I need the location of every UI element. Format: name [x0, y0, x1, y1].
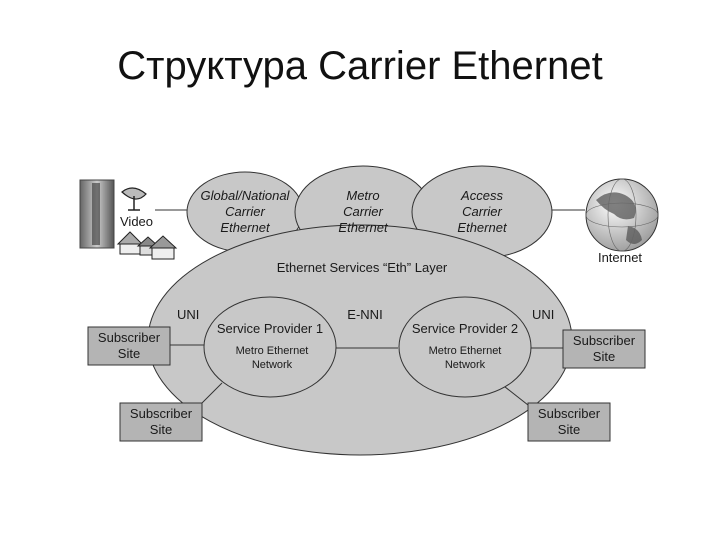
- cloud-access-line-3: Ethernet: [457, 220, 508, 235]
- cloud-global-line-3: Ethernet: [220, 220, 271, 235]
- service-provider-1-name: Service Provider 1: [217, 321, 323, 336]
- video-label: Video: [120, 214, 153, 229]
- subscriber-site-2-line-2: Site: [150, 422, 172, 437]
- enni-label: E-NNI: [347, 307, 382, 322]
- house-icon: [148, 235, 178, 260]
- service-provider-2-name: Service Provider 2: [412, 321, 518, 336]
- subscriber-site-box-4: [527, 402, 611, 442]
- subscriber-site-box-3: [562, 329, 646, 369]
- subscriber-site-4-line-1: Subscriber: [538, 406, 601, 421]
- service-provider-1-ellipse: [203, 296, 337, 398]
- cloud-global-line-2: Carrier: [225, 204, 265, 219]
- service-provider-2-network-line-2: Network: [445, 359, 486, 371]
- subscriber-site-2-line-1: Subscriber: [130, 406, 193, 421]
- eth-layer-label: Ethernet Services “Eth” Layer: [277, 260, 448, 275]
- house-icon: [116, 231, 160, 256]
- subscriber-site-3-line-1: Subscriber: [573, 333, 636, 348]
- cloud-metro-line-1: Metro: [346, 188, 379, 203]
- cloud-access-line-1: Access: [460, 188, 503, 203]
- subscriber-site-4-line-2: Site: [558, 422, 580, 437]
- service-provider-1-network-line-1: Metro Ethernet: [236, 345, 309, 357]
- globe-icon: [585, 178, 659, 252]
- cloud-access-line-2: Carrier: [462, 204, 502, 219]
- skyscraper-icon: [79, 179, 115, 249]
- link-site2-sp1: [199, 382, 223, 406]
- service-provider-1-network-line-2: Network: [252, 359, 293, 371]
- subscriber-site-1-line-2: Site: [118, 346, 140, 361]
- uni-left-label: UNI: [177, 307, 199, 322]
- slide-title: Структура Carrier Ethernet: [117, 44, 603, 88]
- subscriber-site-3-line-2: Site: [593, 349, 615, 364]
- cloud-global-line-1: Global/National: [201, 188, 291, 203]
- uni-right-label: UNI: [532, 307, 554, 322]
- subscriber-site-box-2: [119, 402, 203, 442]
- subscriber-site-1-line-1: Subscriber: [98, 330, 161, 345]
- service-provider-2-network-line-1: Metro Ethernet: [429, 345, 502, 357]
- satellite-dish-icon: [121, 187, 147, 211]
- cloud-metro-line-2: Carrier: [343, 204, 383, 219]
- subscriber-site-box-1: [87, 326, 171, 366]
- cloud-metro-line-3: Ethernet: [338, 220, 389, 235]
- service-provider-2-ellipse: [398, 296, 532, 398]
- internet-label: Internet: [598, 250, 642, 265]
